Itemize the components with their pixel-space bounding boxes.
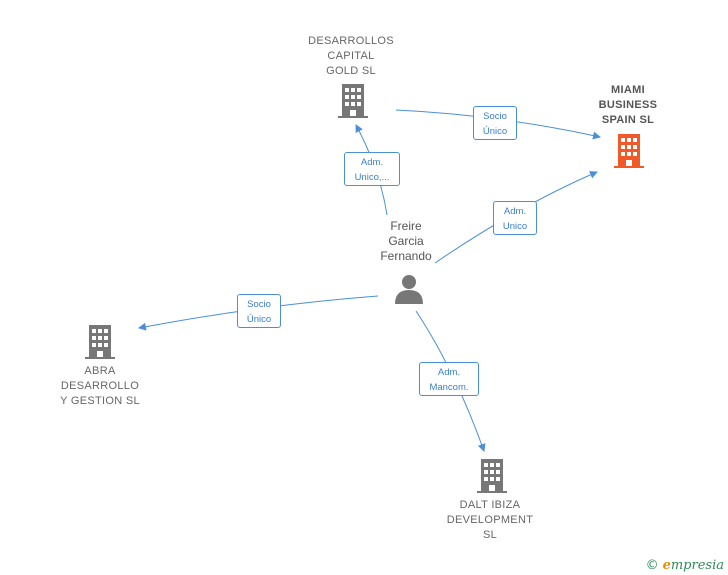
- person-label[interactable]: Freire Garcia Fernando: [380, 219, 432, 263]
- company-label-desarrollos[interactable]: DESARROLLOS CAPITAL GOLD SL: [308, 35, 394, 77]
- edge-label-socio-unico-abra: Socio Único: [237, 294, 281, 328]
- edge-label-adm-mancom-dalt: Adm. Mancom.: [419, 362, 479, 396]
- edge-label-socio-unico-miami: Socio Único: [473, 106, 517, 140]
- building-icon-abra[interactable]: [85, 325, 115, 359]
- person-icon[interactable]: [393, 274, 425, 304]
- building-icon-desarrollos[interactable]: [338, 84, 368, 118]
- building-icon-miami[interactable]: [614, 134, 644, 168]
- copyright-symbol: ©: [645, 558, 659, 573]
- company-label-abra[interactable]: ABRA DESARROLLO Y GESTION SL: [60, 365, 140, 407]
- brand-name: mpresia: [670, 558, 724, 573]
- empresia-logo: ©empresia: [646, 558, 724, 573]
- building-icon-dalt[interactable]: [477, 459, 507, 493]
- edge-label-adm-unico-desarrollos: Adm. Unico,...: [344, 152, 400, 186]
- company-label-dalt[interactable]: DALT IBIZA DEVELOPMENT SL: [446, 499, 534, 541]
- brand-initial: e: [662, 558, 671, 573]
- edge-label-adm-unico-miami: Adm. Unico: [493, 201, 537, 235]
- company-label-miami[interactable]: MIAMI BUSINESS SPAIN SL: [598, 84, 658, 126]
